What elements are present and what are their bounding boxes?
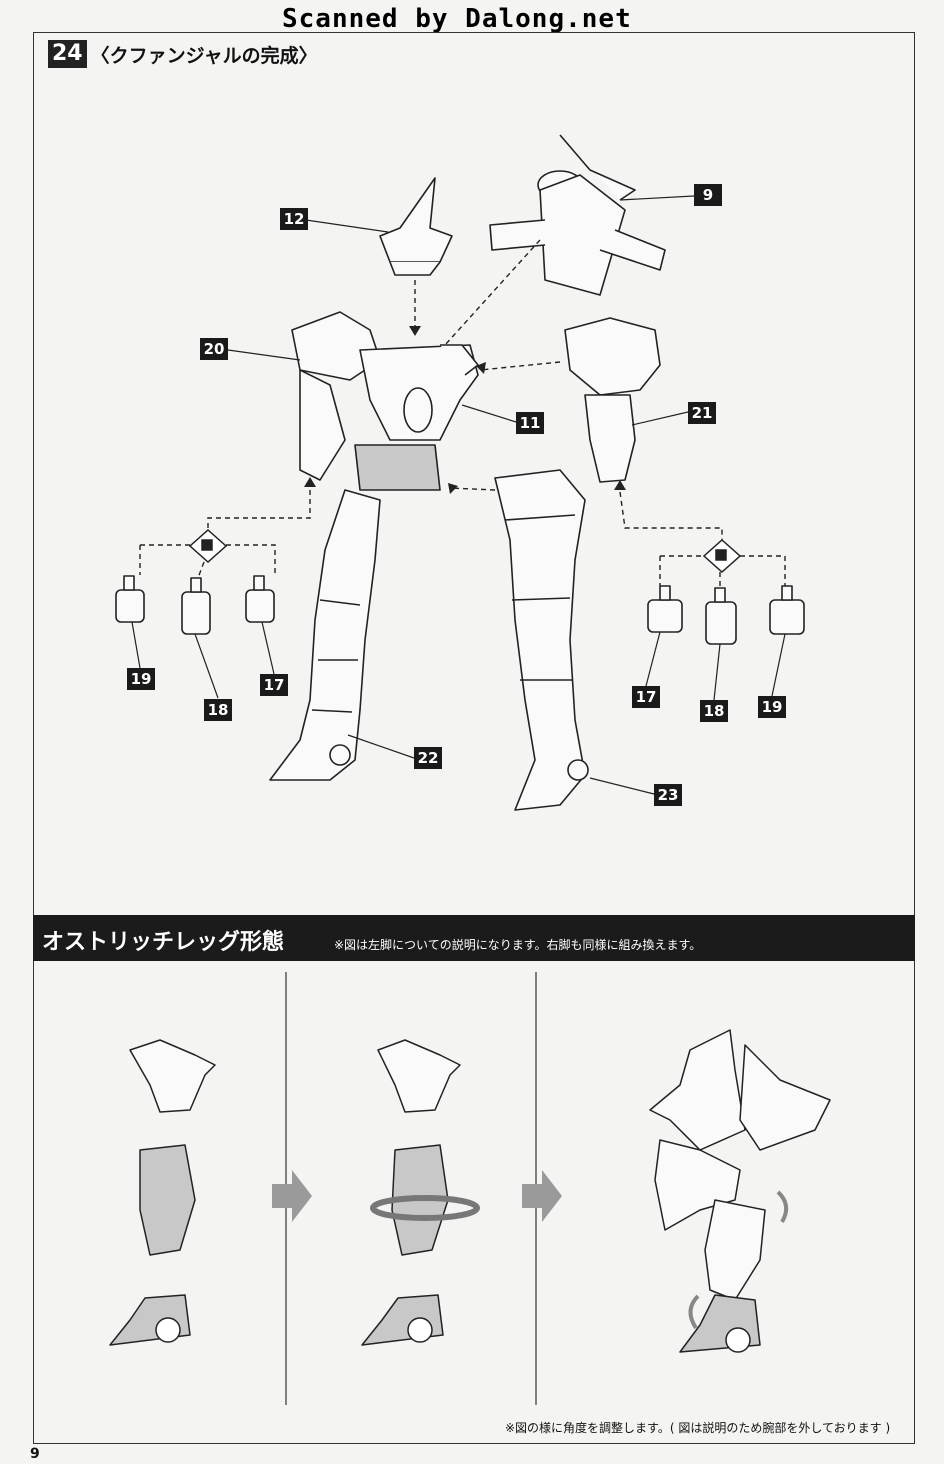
leader-lines [131, 195, 786, 795]
backpack-part-drawing [489, 134, 666, 296]
ostrich-step-3-drawing [649, 1029, 831, 1353]
part-label-19-left: 19 [127, 668, 155, 690]
ostrich-step-2-drawing [361, 1039, 480, 1346]
part-label-21: 21 [688, 402, 716, 424]
footnote: ※図の様に角度を調整します。( 図は説明のため腕部を外しております ) [505, 1421, 891, 1435]
part-label-18-right: 18 [700, 700, 728, 722]
hand-18-left-drawing [181, 577, 211, 635]
hand-18-right-drawing [705, 587, 737, 645]
part-label-11: 11 [516, 412, 544, 434]
section-header-band [33, 915, 915, 961]
part-label-23: 23 [654, 784, 682, 806]
section-note: ※図は左脚についての説明になります。右脚も同様に組み換えます。 [334, 938, 702, 952]
part-label-17-left: 17 [260, 674, 288, 696]
part-label-17-right: 17 [632, 686, 660, 708]
part-label-12: 12 [280, 208, 308, 230]
part-label-19-right: 19 [758, 696, 786, 718]
hand-19-right-drawing [769, 585, 805, 635]
guide-arrowheads [304, 326, 626, 494]
step-heading: 24 〈クファンジャルの完成〉 [48, 40, 318, 68]
step-title: 〈クファンジャルの完成〉 [90, 44, 318, 67]
head-part-drawing [379, 177, 453, 276]
part-label-22: 22 [414, 747, 442, 769]
hand-17-right-drawing [647, 585, 683, 633]
hand-17-left-drawing [245, 575, 275, 623]
scan-watermark: Scanned by Dalong.net [282, 4, 632, 34]
angle-adjust-arrows [688, 1190, 789, 1330]
part-label-20: 20 [200, 338, 228, 360]
right-leg-part-drawing [494, 469, 589, 811]
page-frame [33, 32, 915, 1444]
option-diamonds [188, 528, 742, 574]
step-number: 24 [48, 40, 87, 68]
dashed-guides [139, 239, 786, 588]
left-leg-part-drawing [269, 489, 381, 781]
section-title: オストリッチレッグ形態 [42, 930, 285, 955]
torso-part-drawing [291, 311, 479, 491]
ostrich-step-1-drawing [109, 1039, 216, 1346]
part-label-9: 9 [694, 184, 722, 206]
hand-19-left-drawing [115, 575, 145, 623]
arm-part-drawing [564, 317, 661, 483]
procedure-arrows [272, 1170, 562, 1222]
part-label-18-left: 18 [204, 699, 232, 721]
page-number: 9 [30, 1446, 40, 1462]
